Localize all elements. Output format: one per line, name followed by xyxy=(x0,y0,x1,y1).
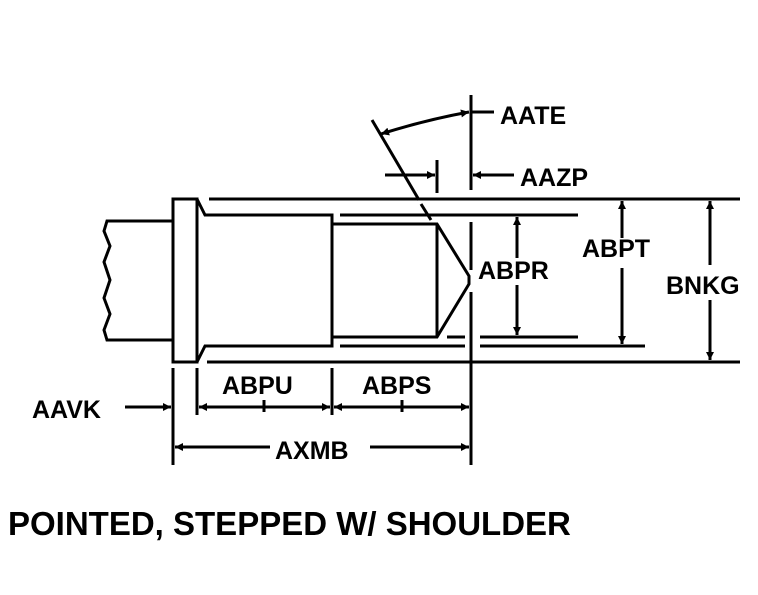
diagram-title: POINTED, STEPPED W/ SHOULDER xyxy=(8,505,571,542)
label-aazp: AAZP xyxy=(520,164,588,192)
label-abps: ABPS xyxy=(362,372,431,400)
label-abpr: ABPR xyxy=(478,257,549,285)
label-abpu: ABPU xyxy=(222,372,293,400)
pointed-pin xyxy=(332,222,471,339)
shaft xyxy=(102,219,173,342)
label-axmb: AXMB xyxy=(275,437,349,465)
label-abpt: ABPT xyxy=(582,235,650,263)
label-aavk: AAVK xyxy=(32,396,101,424)
flange xyxy=(171,197,199,364)
label-bnkg: BNKG xyxy=(666,272,740,300)
label-aate: AATE xyxy=(500,102,566,130)
body xyxy=(195,198,334,363)
